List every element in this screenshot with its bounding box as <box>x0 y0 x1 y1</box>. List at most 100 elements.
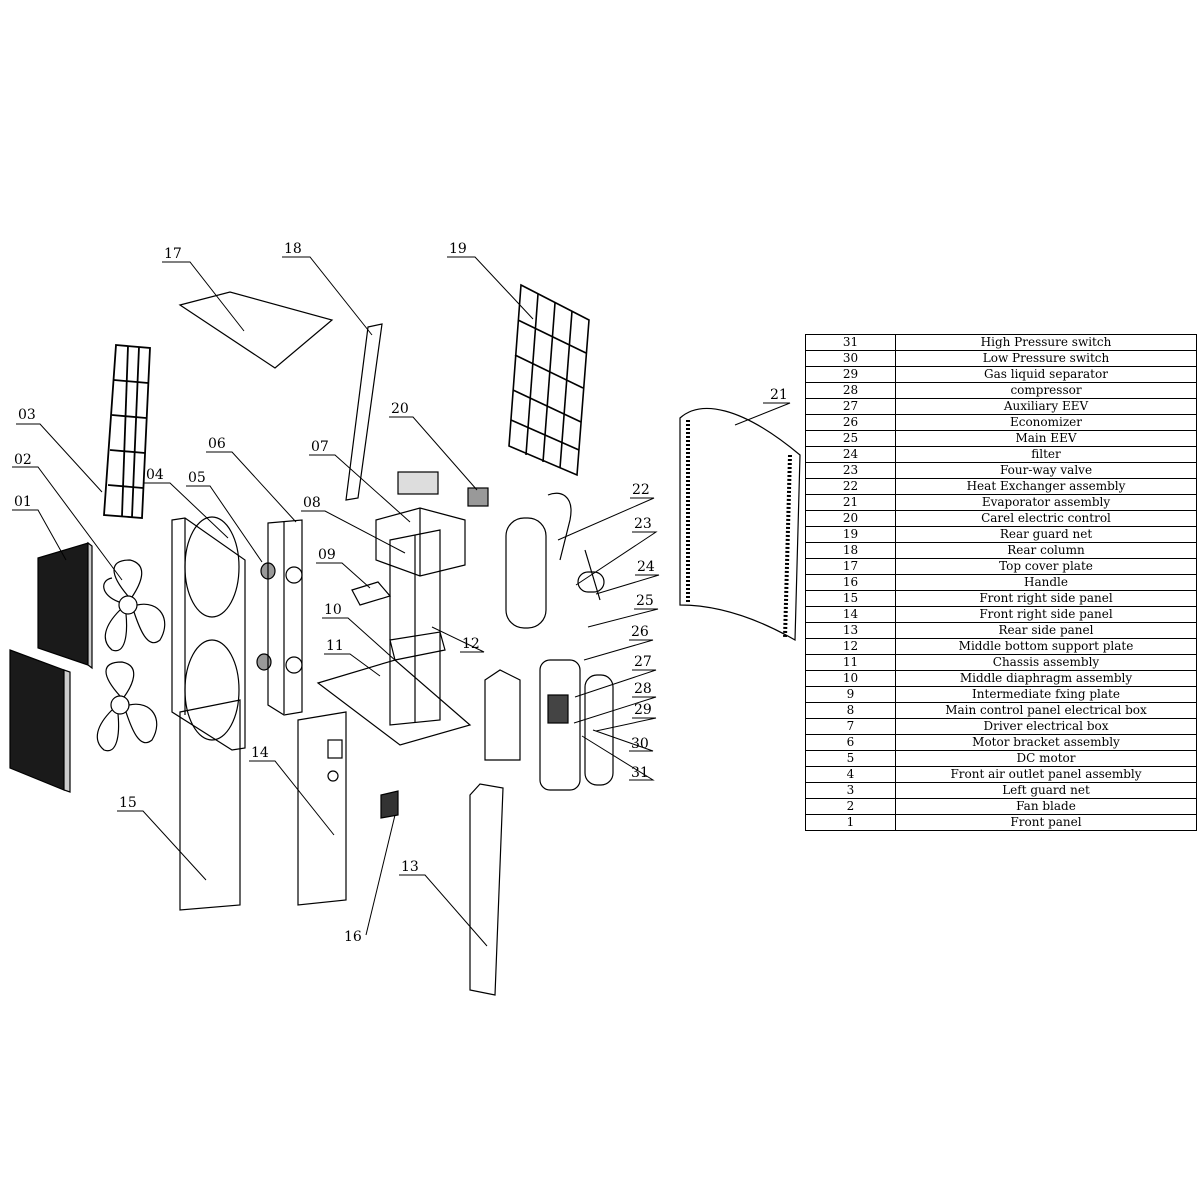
part-name-cell: Chassis assembly <box>895 654 1197 671</box>
dc-motor-part <box>256 562 276 671</box>
part-name-cell: Gas liquid separator <box>895 366 1197 383</box>
part-number-cell: 7 <box>805 718 896 735</box>
part-number-cell: 3 <box>805 782 896 799</box>
refrigeration-assembly-part <box>484 492 614 791</box>
part-number-cell: 12 <box>805 638 896 655</box>
part-name-cell: Middle diaphragm assembly <box>895 670 1197 687</box>
part-number-cell: 10 <box>805 670 896 687</box>
front-right-panel-15-part <box>179 699 241 911</box>
callout-25: 25 <box>636 593 654 609</box>
callout-09: 09 <box>318 547 336 563</box>
callout-24: 24 <box>637 559 655 575</box>
callout-03: 03 <box>18 407 36 423</box>
part-number-cell: 19 <box>805 526 896 543</box>
part-number-cell: 5 <box>805 750 896 767</box>
part-number-cell: 18 <box>805 542 896 559</box>
part-name-cell: Handle <box>895 574 1197 591</box>
callout-07: 07 <box>311 439 329 455</box>
callout-19: 19 <box>449 241 467 257</box>
part-name-cell: Main EEV <box>895 430 1197 447</box>
part-number-cell: 8 <box>805 702 896 719</box>
callout-16: 16 <box>344 929 362 945</box>
callout-20: 20 <box>391 401 409 417</box>
part-name-cell: Motor bracket assembly <box>895 734 1197 751</box>
top-cover-plate-part <box>178 291 334 369</box>
part-name-cell: Middle bottom support plate <box>895 638 1197 655</box>
callout-05: 05 <box>188 470 206 486</box>
part-name-cell: Auxiliary EEV <box>895 398 1197 415</box>
part-number-cell: 13 <box>805 622 896 639</box>
leader-lines <box>12 256 791 947</box>
part-number-cell: 24 <box>805 446 896 463</box>
part-name-cell: Fan blade <box>895 798 1197 815</box>
part-name-cell: Four-way valve <box>895 462 1197 479</box>
part-number-cell: 15 <box>805 590 896 607</box>
callout-06: 06 <box>208 436 226 452</box>
callout-21: 21 <box>770 387 788 403</box>
part-number-cell: 21 <box>805 494 896 511</box>
rear-side-panel-part <box>469 783 504 996</box>
part-name-cell: Left guard net <box>895 782 1197 799</box>
part-name-cell: High Pressure switch <box>895 334 1197 351</box>
part-number-cell: 23 <box>805 462 896 479</box>
part-number-cell: 25 <box>805 430 896 447</box>
part-name-cell: compressor <box>895 382 1197 399</box>
callout-08: 08 <box>303 495 321 511</box>
callout-01: 01 <box>14 494 32 510</box>
part-name-cell: Rear side panel <box>895 622 1197 639</box>
part-number-cell: 16 <box>805 574 896 591</box>
callout-11: 11 <box>326 638 344 654</box>
part-number-cell: 2 <box>805 798 896 815</box>
callout-17: 17 <box>164 246 182 262</box>
part-number-cell: 20 <box>805 510 896 527</box>
part-name-cell: Front right side panel <box>895 606 1197 623</box>
part-name-cell: filter <box>895 446 1197 463</box>
part-name-cell: Front air outlet panel assembly <box>895 766 1197 783</box>
callout-23: 23 <box>634 516 652 532</box>
part-name-cell: Rear column <box>895 542 1197 559</box>
part-number-cell: 31 <box>805 334 896 351</box>
callout-22: 22 <box>632 482 650 498</box>
part-number-cell: 17 <box>805 558 896 575</box>
handle-part <box>380 790 399 819</box>
callout-27: 27 <box>634 654 652 670</box>
part-number-cell: 30 <box>805 350 896 367</box>
part-name-cell: Front panel <box>895 814 1197 831</box>
callout-31: 31 <box>631 765 649 781</box>
callout-02: 02 <box>14 452 32 468</box>
part-name-cell: Low Pressure switch <box>895 350 1197 367</box>
rear-column-part <box>345 323 383 501</box>
part-number-cell: 9 <box>805 686 896 703</box>
part-name-cell: Front right side panel <box>895 590 1197 607</box>
callout-26: 26 <box>631 624 649 640</box>
part-name-cell: Heat Exchanger assembly <box>895 478 1197 495</box>
evaporator-part <box>679 407 801 642</box>
part-number-cell: 4 <box>805 766 896 783</box>
